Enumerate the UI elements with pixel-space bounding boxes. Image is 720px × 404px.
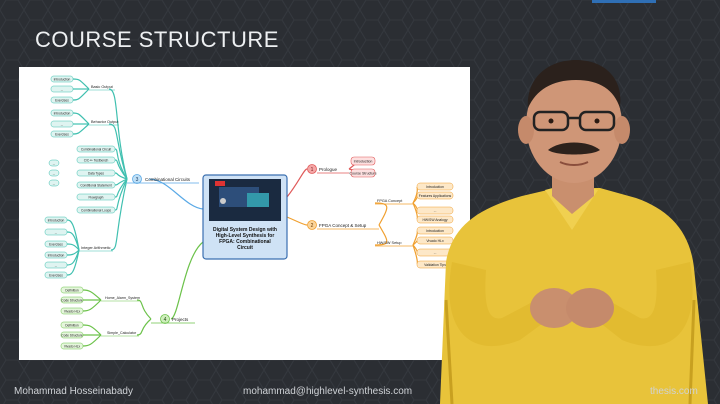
branch1-label: Prologue — [319, 167, 338, 172]
behavior-output-label: Behavior Output — [91, 120, 119, 124]
combinational-item: C/C++ Testbench — [84, 158, 109, 162]
behavior-output-item: ... — [61, 122, 64, 126]
hw-setup-item: Vivado HLx — [426, 239, 444, 243]
ellipsis-item: ... — [53, 161, 56, 165]
integer-arithmetic-label: Integer Arithmetic — [81, 246, 111, 250]
fpga-concept-item: Features Applications — [419, 194, 452, 198]
basic-output-item: Exercises — [55, 98, 69, 102]
combinational-item: Flowgraph — [89, 195, 104, 199]
center-line-3: FPGA: Combinational — [219, 239, 271, 245]
page-title: COURSE STRUCTURE — [35, 27, 279, 52]
integer-item: Exercises — [49, 273, 63, 277]
combinational-item: Data Types — [88, 171, 104, 175]
project1-label: Home_Alarm_System — [105, 296, 140, 300]
project1-item: Code Structure — [61, 298, 83, 302]
hw-setup-label: HW/SW Setup — [377, 241, 401, 245]
fpga-concept-item: HW/SW Analogy — [422, 218, 447, 222]
basic-output-item: Introduction — [54, 77, 71, 81]
project1-item: Definition — [65, 288, 79, 292]
fpga-concept-label: FPGA Concept — [377, 199, 403, 203]
branch-fpga-concept-setup: 2 FPGA Concept & Setup FPGA Concept HW/S… — [307, 182, 454, 269]
combinational-item: Conditional Statement — [80, 183, 111, 187]
fpga-concept-item: Introduction — [426, 185, 444, 189]
branch1-number: 1 — [311, 167, 314, 173]
branch4-label: Projects — [172, 317, 189, 322]
hw-setup-item: Introduction — [426, 229, 444, 233]
integer-item: ... — [55, 230, 58, 234]
mindmap-center-node: Digital System Design with High-Level Sy… — [202, 174, 288, 260]
center-line-1: Digital System Design with — [213, 227, 277, 233]
combinational-item: Combinational Loops — [81, 208, 111, 212]
footer-website-partial: thesis.com — [650, 386, 698, 397]
ellipsis-item: ... — [53, 171, 56, 175]
branch3-number: 3 — [136, 177, 139, 183]
mindmap-slide: Digital System Design with High-Level Sy… — [19, 67, 470, 360]
prologue-item: Course Structure — [349, 172, 376, 176]
project2-item: Code Structure — [61, 333, 83, 337]
integer-item: Introduction — [48, 253, 65, 257]
branch2-label: FPGA Concept & Setup — [319, 223, 367, 228]
behavior-output-item: Introduction — [54, 111, 71, 115]
branch2-number: 2 — [311, 223, 314, 229]
project2-item: Definition — [65, 323, 79, 327]
ellipsis-item: ... — [53, 181, 56, 185]
hw-setup-item: Validation Tips — [424, 263, 446, 267]
branch-prologue: 1 Prologue Introduction Course Structure — [307, 156, 377, 178]
basic-output-label: Basic Output — [91, 85, 114, 89]
branch-combinational-circuits: 3 Combinational Circuits Basic Output In… — [44, 75, 199, 279]
combinational-item: Combinational Circuit — [81, 147, 111, 151]
basic-output-item: ... — [61, 87, 64, 91]
top-accent-bar — [592, 0, 656, 3]
center-line-2: High-Level Synthesis for — [216, 233, 275, 239]
project1-item: Vivado HLx — [64, 309, 81, 313]
center-line-4: Circuit — [237, 245, 253, 251]
integer-item: Exercises — [49, 242, 63, 246]
hw-setup-item: ... — [434, 251, 437, 255]
behavior-output-item: Exercises — [55, 132, 69, 136]
footer-email: mohammad@highlevel-synthesis.com — [243, 386, 413, 397]
mindmap-diagram: Digital System Design with High-Level Sy… — [44, 75, 454, 350]
branch4-number: 4 — [164, 317, 167, 323]
integer-item: Introduction — [48, 218, 65, 222]
project2-label: Simple_Calculator — [107, 331, 137, 335]
footer-presenter-name: Mohammad Hosseinabady — [14, 386, 133, 397]
project2-item: Vivado HLx — [64, 344, 81, 348]
branch3-label: Combinational Circuits — [145, 177, 191, 182]
integer-item: ... — [55, 263, 58, 267]
fpga-concept-item: ... — [434, 209, 437, 213]
prologue-item: Introduction — [354, 160, 373, 164]
branch-projects: 4 Projects Home_Alarm_System Definition … — [60, 286, 195, 350]
